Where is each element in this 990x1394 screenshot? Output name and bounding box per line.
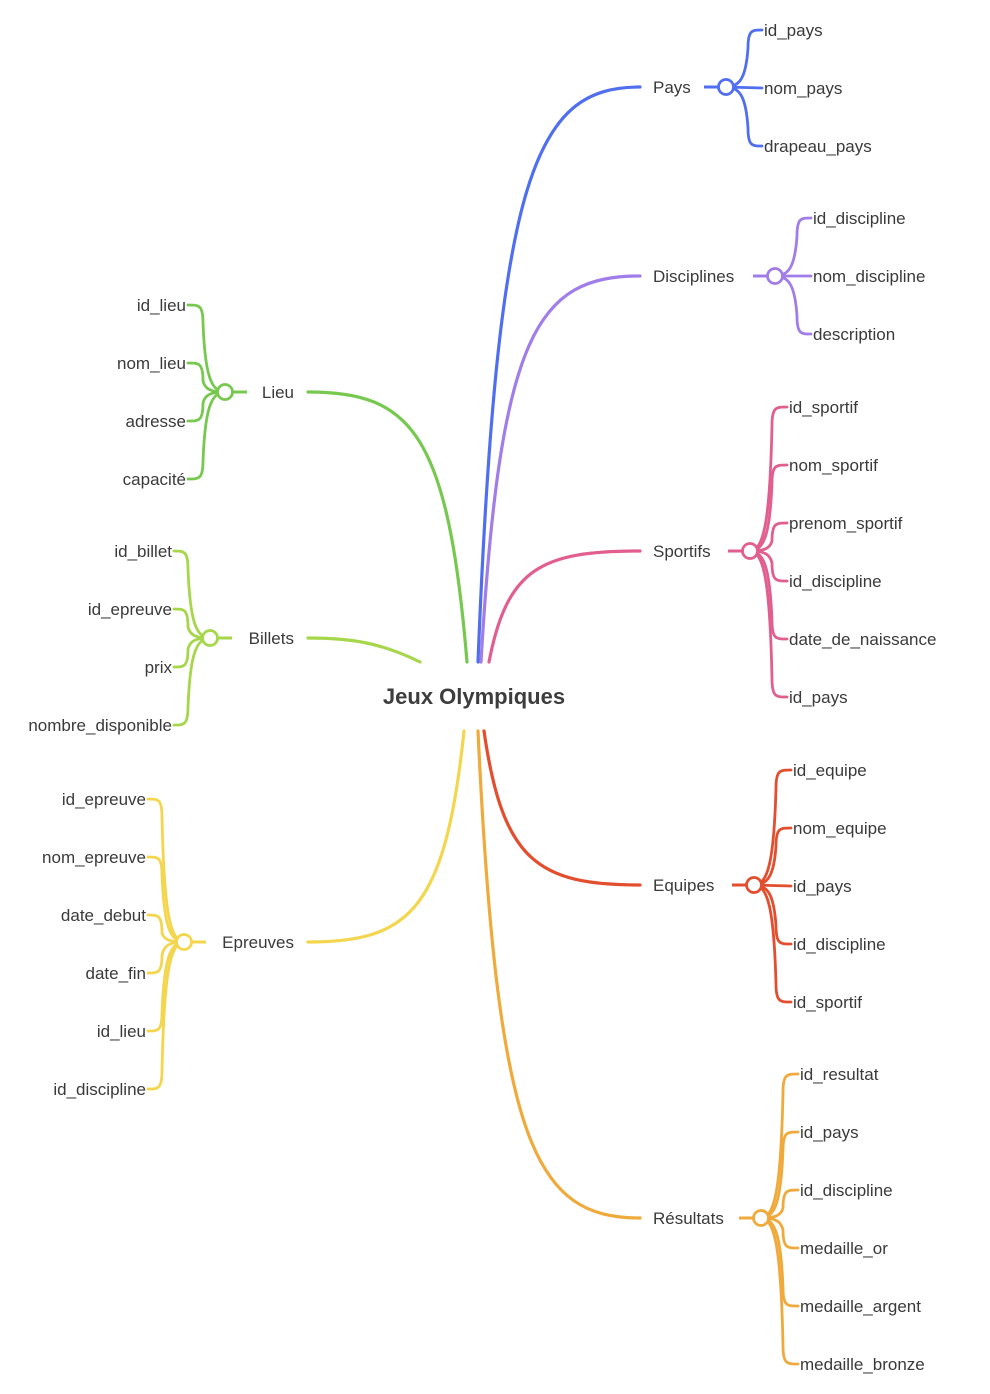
leaf-topic-epreuves-nom-epreuve[interactable]: nom_epreuve — [42, 848, 146, 867]
connector-epreuves-date-fin — [146, 940, 186, 975]
connector-epreuves-nom-epreuve — [146, 855, 186, 944]
connector-equipes-id-sportif — [752, 883, 793, 1004]
connector-billets-id-billet — [172, 549, 212, 640]
leaf-topic-epreuves-id-lieu[interactable]: id_lieu — [97, 1022, 146, 1041]
connector-root-sportifs — [487, 549, 642, 664]
collapse-toggle-equipes[interactable] — [745, 876, 763, 894]
leaf-topic-epreuves-date-debut[interactable]: date_debut — [61, 906, 146, 925]
connector-sportifs-id-pays — [748, 549, 789, 699]
leaf-topic-resultats-id-resultat[interactable]: id_resultat — [800, 1065, 879, 1084]
leaf-topic-resultats-medaille-argent[interactable]: medaille_argent — [800, 1297, 921, 1316]
connector-resultats-medaille-bronze — [759, 1216, 800, 1366]
leaf-topic-lieu-nom-lieu[interactable]: nom_lieu — [117, 354, 186, 373]
connector-resultats-id-resultat — [759, 1072, 800, 1220]
connector-epreuves-id-lieu — [146, 940, 186, 1033]
connector-sportifs-id-discipline — [748, 549, 789, 583]
leaf-topic-pays-drapeau-pays[interactable]: drapeau_pays — [764, 137, 872, 156]
collapse-toggle-sportifs[interactable] — [741, 542, 759, 560]
leaf-topic-sportifs-id-pays[interactable]: id_pays — [789, 688, 848, 707]
leaf-topic-sportifs-nom-sportif[interactable]: nom_sportif — [789, 456, 878, 475]
connector-epreuves-date-debut — [146, 913, 186, 944]
collapse-toggle-billets[interactable] — [201, 629, 219, 647]
collapse-toggle-pays[interactable] — [717, 78, 735, 96]
connector-root-pays — [476, 85, 642, 664]
leaf-topic-resultats-medaille-or[interactable]: medaille_or — [800, 1239, 888, 1258]
connector-pays-drapeau-pays — [724, 85, 764, 148]
leaf-topic-equipes-id-equipe[interactable]: id_equipe — [793, 761, 867, 780]
connector-lieu-capacite — [186, 390, 227, 481]
connector-root-billets — [306, 636, 422, 664]
connector-root-epreuves — [306, 729, 466, 944]
leaf-topic-pays-id-pays[interactable]: id_pays — [764, 21, 823, 40]
leaf-topic-epreuves-id-epreuve[interactable]: id_epreuve — [62, 790, 146, 809]
leaf-topic-equipes-id-discipline[interactable]: id_discipline — [793, 935, 886, 954]
leaf-topic-epreuves-id-discipline[interactable]: id_discipline — [53, 1080, 146, 1099]
collapse-toggle-epreuves[interactable] — [175, 933, 193, 951]
leaf-topic-billets-id-epreuve[interactable]: id_epreuve — [88, 600, 172, 619]
collapse-toggle-resultats[interactable] — [752, 1209, 770, 1227]
connector-root-resultats — [476, 729, 642, 1220]
mind-map-connectors — [146, 28, 813, 1366]
connector-sportifs-prenom-sportif — [748, 521, 789, 553]
leaf-topic-resultats-medaille-bronze[interactable]: medaille_bronze — [800, 1355, 925, 1374]
connector-resultats-medaille-argent — [759, 1216, 800, 1308]
leaf-topic-equipes-id-sportif[interactable]: id_sportif — [793, 993, 862, 1012]
branch-topic-resultats[interactable]: Résultats — [653, 1209, 724, 1228]
leaf-topic-sportifs-id-sportif[interactable]: id_sportif — [789, 398, 858, 417]
connector-sportifs-nom-sportif — [748, 463, 789, 553]
leaf-topic-equipes-nom-equipe[interactable]: nom_equipe — [793, 819, 887, 838]
leaf-topic-lieu-capacite[interactable]: capacité — [123, 470, 186, 489]
branch-topic-epreuves[interactable]: Epreuves — [222, 933, 294, 952]
collapse-toggle-disciplines[interactable] — [766, 267, 784, 285]
root-topic-jeux-olympiques[interactable]: Jeux Olympiques — [383, 684, 565, 709]
collapse-toggle-lieu[interactable] — [216, 383, 234, 401]
connector-resultats-id-pays — [759, 1130, 800, 1220]
connector-disciplines-id-discipline — [773, 216, 813, 278]
connector-billets-prix — [172, 636, 212, 669]
connector-equipes-id-equipe — [752, 768, 793, 887]
leaf-topic-lieu-id-lieu[interactable]: id_lieu — [137, 296, 186, 315]
leaf-topic-billets-id-billet[interactable]: id_billet — [114, 542, 172, 561]
leaf-topic-billets-nombre-disponible[interactable]: nombre_disponible — [28, 716, 172, 735]
leaf-topic-equipes-id-pays[interactable]: id_pays — [793, 877, 852, 896]
leaf-topic-disciplines-id-discipline[interactable]: id_discipline — [813, 209, 906, 228]
branch-topic-pays[interactable]: Pays — [653, 78, 691, 97]
connector-lieu-adresse — [186, 390, 227, 423]
leaf-topic-pays-nom-pays[interactable]: nom_pays — [764, 79, 842, 98]
leaf-topic-sportifs-id-discipline[interactable]: id_discipline — [789, 572, 882, 591]
mind-map-nodes: Pays id_pays nom_pays drapeau_paysDisciplin… — [28, 21, 936, 1374]
connector-lieu-nom-lieu — [186, 361, 227, 394]
connector-root-equipes — [482, 729, 642, 887]
leaf-topic-lieu-adresse[interactable]: adresse — [126, 412, 186, 431]
leaf-topic-resultats-id-discipline[interactable]: id_discipline — [800, 1181, 893, 1200]
connector-equipes-nom-equipe — [752, 826, 793, 887]
connector-resultats-medaille-or — [759, 1216, 800, 1250]
connector-pays-id-pays — [724, 28, 764, 89]
connector-epreuves-id-epreuve — [146, 797, 186, 944]
leaf-topic-sportifs-date-de-naissance[interactable]: date_de_naissance — [789, 630, 936, 649]
leaf-topic-resultats-id-pays[interactable]: id_pays — [800, 1123, 859, 1142]
connector-sportifs-date-de-naissance — [748, 549, 789, 641]
branch-topic-disciplines[interactable]: Disciplines — [653, 267, 734, 286]
branch-topic-equipes[interactable]: Equipes — [653, 876, 714, 895]
branch-topic-billets[interactable]: Billets — [249, 629, 294, 648]
leaf-topic-epreuves-date-fin[interactable]: date_fin — [86, 964, 147, 983]
leaf-topic-billets-prix[interactable]: prix — [145, 658, 173, 677]
branch-topic-sportifs[interactable]: Sportifs — [653, 542, 711, 561]
connector-root-disciplines — [479, 274, 642, 664]
connector-lieu-id-lieu — [186, 303, 227, 394]
connector-resultats-id-discipline — [759, 1188, 800, 1220]
connector-billets-id-epreuve — [172, 607, 212, 640]
leaf-topic-disciplines-description[interactable]: description — [813, 325, 895, 344]
connector-sportifs-id-sportif — [748, 405, 789, 553]
branch-topic-lieu[interactable]: Lieu — [262, 383, 294, 402]
connector-epreuves-id-discipline — [146, 940, 186, 1091]
connector-equipes-id-discipline — [752, 883, 793, 946]
connector-root-lieu — [306, 390, 469, 664]
leaf-topic-sportifs-prenom-sportif[interactable]: prenom_sportif — [789, 514, 903, 533]
leaf-topic-disciplines-nom-discipline[interactable]: nom_discipline — [813, 267, 925, 286]
connector-billets-nombre-disponible — [172, 636, 212, 727]
connector-disciplines-description — [773, 274, 813, 336]
